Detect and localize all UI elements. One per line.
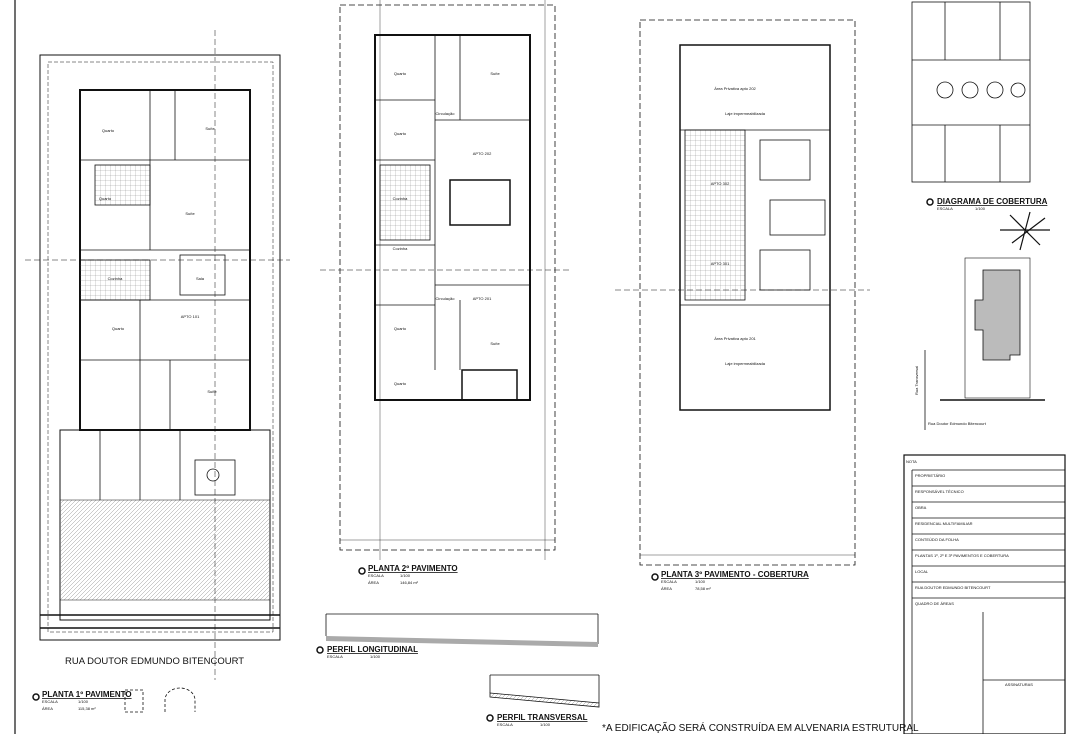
- roof-diagram: DIAGRAMA DE COBERTURA ESCALA 1/100: [911, 1, 1048, 211]
- roof-scale: 1/100: [975, 206, 986, 211]
- room-label: APTO 101: [181, 314, 200, 319]
- room-label: Quarto: [394, 131, 407, 136]
- room-label: Área Privativa apto 202: [714, 86, 756, 91]
- title-block-field: RUA DOUTOR EDMUNDO BITENCOURT: [915, 585, 991, 590]
- room-label: Suíte: [205, 126, 215, 131]
- room-label: Quarto: [99, 196, 112, 201]
- room-label: Laje impermeabilizada: [725, 361, 766, 366]
- plan-3rd-floor-roof: [615, 19, 870, 566]
- title-block-field: OBRA: [915, 505, 927, 510]
- plan-2-scale: 1/100: [400, 573, 411, 578]
- plan-1-scale: 1/100: [78, 699, 89, 704]
- plan-3-title-block: PLANTA 3º PAVIMENTO - COBERTURA ESCALA 1…: [651, 570, 809, 591]
- plan-1-title: PLANTA 1º PAVIMENTO: [42, 690, 132, 699]
- plan-1-area: 115,38 m²: [78, 706, 96, 711]
- street-name-label: RUA DOUTOR EDMUNDO BITENCOURT: [65, 656, 244, 667]
- room-label: APTO 202: [473, 151, 492, 156]
- plan-1-scale-label: ESCALA: [42, 699, 58, 704]
- plan-1-title-block: PLANTA 1º PAVIMENTO ESCALA 1/100 ÁREA 11…: [32, 687, 196, 713]
- title-block-field: RESIDENCIAL MULTIFAMILIAR: [915, 521, 973, 526]
- footer-note: *A EDIFICAÇÃO SERÁ CONSTRUÍDA EM ALVENAR…: [602, 721, 919, 734]
- north-arrow-icon: [1000, 211, 1050, 251]
- room-label: Suíte: [185, 211, 195, 216]
- room-label: Suíte: [207, 389, 217, 394]
- room-label: Suíte: [490, 71, 500, 76]
- transverse-scale: 1/100: [540, 722, 551, 727]
- site-plan: Rua Doutor Edmundo Bitencourt Rua Transv…: [914, 257, 1045, 430]
- room-label: Quarto: [102, 128, 115, 133]
- plan-2-title-block: PLANTA 2º PAVIMENTO ESCALA 1/100 ÁREA 14…: [358, 564, 458, 585]
- plan-3-scale: 1/100: [695, 579, 706, 584]
- longitudinal-profile: PERFIL LONGITUDINAL ESCALA 1/100: [316, 613, 599, 659]
- room-label: Laje impermeabilizada: [725, 111, 766, 116]
- room-label: Cozinha: [108, 276, 123, 281]
- plan-1-area-label: ÁREA: [42, 706, 53, 711]
- room-label: Sala: [196, 276, 205, 281]
- transverse-profile: PERFIL TRANSVERSAL ESCALA 1/100: [486, 674, 600, 727]
- site-side-street-label: Rua Transversal: [914, 366, 919, 395]
- title-block-stamp: ASSINATURAS: [1005, 682, 1033, 687]
- plan-3-area-label: ÁREA: [661, 586, 672, 591]
- room-label: Circulação: [436, 296, 456, 301]
- footer-note-backing: [600, 721, 900, 734]
- title-block: NOTA PROPRIETÁRIO RESPONSÁVEL TÉCNICO OBRA…: [903, 454, 1066, 734]
- title-block-heading: NOTA: [906, 459, 917, 464]
- title-block-field: PLANTAS 1º, 2º E 3º PAVIMENTOS E COBERTU…: [915, 553, 1009, 558]
- longitudinal-profile-title: PERFIL LONGITUDINAL: [327, 645, 418, 654]
- room-label: Suíte: [490, 341, 500, 346]
- room-label: Quarto: [394, 326, 407, 331]
- plan-2-scale-label: ESCALA: [368, 573, 384, 578]
- title-block-field: PROPRIETÁRIO: [915, 473, 945, 478]
- room-label: Quarto: [394, 381, 407, 386]
- plan-2-title: PLANTA 2º PAVIMENTO: [368, 564, 458, 573]
- longitudinal-scale-label: ESCALA: [327, 654, 343, 659]
- longitudinal-scale: 1/100: [370, 654, 381, 659]
- room-label: Quarto: [112, 326, 125, 331]
- room-label: Área Privativa apto 201: [714, 336, 756, 341]
- plan-2nd-floor: [320, 0, 570, 560]
- title-block-field: QUADRO DE ÁREAS: [915, 601, 954, 606]
- room-label: APTO 301: [711, 261, 730, 266]
- plan-3-scale-label: ESCALA: [661, 579, 677, 584]
- room-label: APTO 201: [473, 296, 492, 301]
- room-label: APTO 302: [711, 181, 730, 186]
- plan-3-area: 78,58 m²: [695, 586, 711, 591]
- plan-2-area: 146,84 m²: [400, 580, 419, 585]
- room-label: Cozinha: [393, 196, 408, 201]
- room-label: Circulação: [436, 111, 456, 116]
- room-label: Cozinha: [393, 246, 408, 251]
- title-block-field: CONTEÚDO DA FOLHA: [915, 537, 959, 542]
- site-street-label: Rua Doutor Edmundo Bitencourt: [928, 421, 987, 426]
- roof-scale-label: ESCALA: [937, 206, 953, 211]
- title-block-field: LOCAL: [915, 569, 929, 574]
- plan-3-title: PLANTA 3º PAVIMENTO - COBERTURA: [661, 570, 809, 579]
- plan-1st-floor: [25, 30, 290, 680]
- room-label: Quarto: [394, 71, 407, 76]
- transverse-scale-label: ESCALA: [497, 722, 513, 727]
- plan-2-area-label: ÁREA: [368, 580, 379, 585]
- title-block-field: RESPONSÁVEL TÉCNICO: [915, 489, 964, 494]
- transverse-profile-title: PERFIL TRANSVERSAL: [497, 713, 588, 722]
- roof-diagram-title: DIAGRAMA DE COBERTURA: [937, 197, 1048, 206]
